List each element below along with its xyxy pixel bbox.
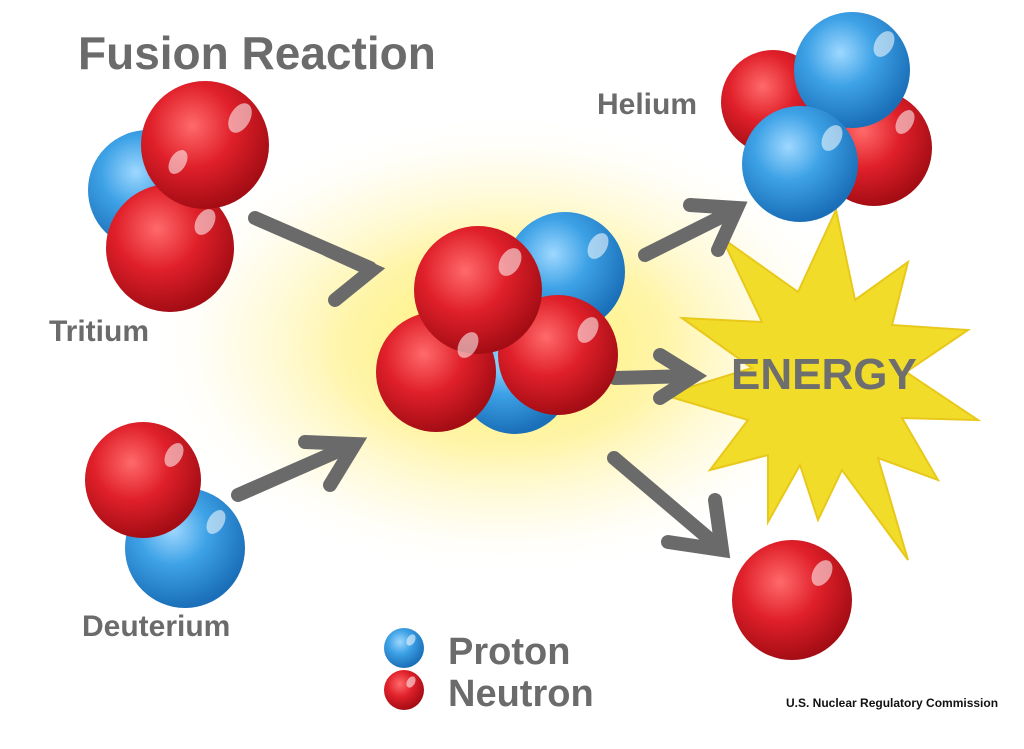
arrow-tritium-to-compound (248, 211, 386, 307)
energy-label: ENERGY (731, 350, 917, 399)
credit-text: U.S. Nuclear Regulatory Commission (786, 696, 999, 710)
arrow-deuterium-to-compound (231, 435, 368, 502)
diagram-title: Fusion Reaction (78, 27, 436, 79)
tritium-label: Tritium (49, 315, 150, 348)
energy-burst (660, 206, 982, 561)
arrow-compound-to-neutron (607, 451, 731, 559)
released-neutron (732, 540, 852, 660)
legend-proton-swatch (384, 628, 424, 668)
arrow-compound-to-helium (638, 198, 748, 262)
legend-neutron-swatch (384, 670, 424, 710)
deuterium-label: Deuterium (82, 610, 231, 643)
arrow-compound-to-energy (608, 348, 708, 405)
legend-proton-label: Proton (448, 631, 571, 673)
nucleon-highlights (164, 31, 915, 688)
helium-label: Helium (597, 88, 698, 121)
legend-neutron-label: Neutron (448, 673, 594, 715)
